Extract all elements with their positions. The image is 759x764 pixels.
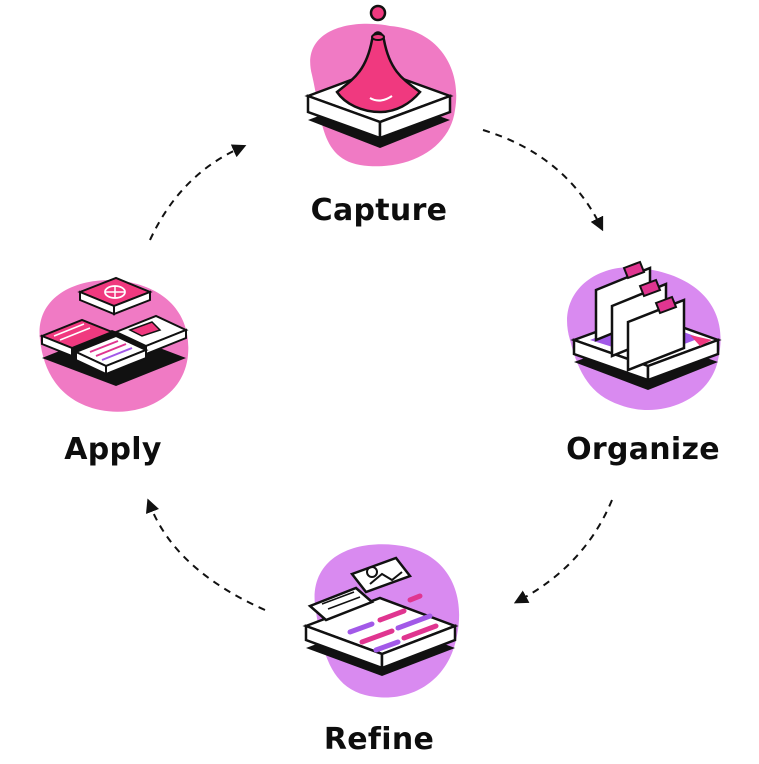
step-label-apply: Apply <box>64 432 162 467</box>
step-label-organize: Organize <box>566 432 720 467</box>
tiles-grid-icon <box>39 276 189 412</box>
step-label-refine: Refine <box>323 722 435 757</box>
funnel-drop-icon <box>304 4 457 167</box>
folder-tray-icon <box>567 260 722 410</box>
step-label-capture: Capture <box>310 193 448 228</box>
arrow-refine-to-apply <box>145 498 266 611</box>
arrow-organize-to-refine <box>513 499 613 604</box>
arrow-apply-to-capture <box>149 144 247 241</box>
document-stack-icon <box>302 544 460 698</box>
arrow-capture-to-organize <box>482 129 604 232</box>
